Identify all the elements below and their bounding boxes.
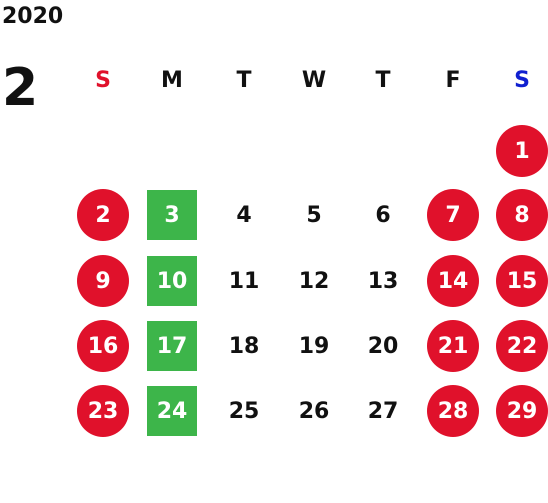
calendar-day[interactable]: 26: [298, 398, 330, 424]
weekday-label: S: [95, 68, 111, 93]
calendar-day[interactable]: 21: [427, 320, 479, 372]
weekday-label: M: [161, 68, 183, 93]
weekday-label: F: [445, 68, 461, 93]
calendar-day[interactable]: 24: [147, 386, 197, 436]
calendar-day[interactable]: 13: [367, 268, 399, 294]
calendar-day[interactable]: 9: [77, 255, 129, 307]
calendar-day[interactable]: 6: [375, 202, 391, 228]
calendar-day[interactable]: 18: [228, 333, 260, 359]
calendar-day[interactable]: 2: [77, 189, 129, 241]
calendar-day[interactable]: 22: [496, 320, 548, 372]
calendar-day[interactable]: 17: [147, 321, 197, 371]
calendar-day[interactable]: 23: [77, 385, 129, 437]
calendar-day[interactable]: 29: [496, 385, 548, 437]
calendar-day[interactable]: 4: [236, 202, 252, 228]
calendar-day[interactable]: 15: [496, 255, 548, 307]
weekday-label: T: [236, 68, 252, 93]
month-number: 2: [2, 58, 39, 118]
weekday-label: S: [514, 68, 530, 93]
calendar-day[interactable]: 19: [298, 333, 330, 359]
year-label: 2020: [2, 4, 64, 29]
calendar-day[interactable]: 20: [367, 333, 399, 359]
calendar-day[interactable]: 1: [496, 125, 548, 177]
calendar-day[interactable]: 7: [427, 189, 479, 241]
weekday-label: T: [375, 68, 391, 93]
calendar-day[interactable]: 5: [306, 202, 322, 228]
calendar-day[interactable]: 25: [228, 398, 260, 424]
calendar-day[interactable]: 8: [496, 189, 548, 241]
calendar-day[interactable]: 11: [228, 268, 260, 294]
calendar-day[interactable]: 28: [427, 385, 479, 437]
calendar-day[interactable]: 14: [427, 255, 479, 307]
weekday-label: W: [301, 68, 327, 93]
calendar-day[interactable]: 16: [77, 320, 129, 372]
calendar-day[interactable]: 12: [298, 268, 330, 294]
calendar-day[interactable]: 10: [147, 256, 197, 306]
calendar-day[interactable]: 27: [367, 398, 399, 424]
calendar-day[interactable]: 3: [147, 190, 197, 240]
